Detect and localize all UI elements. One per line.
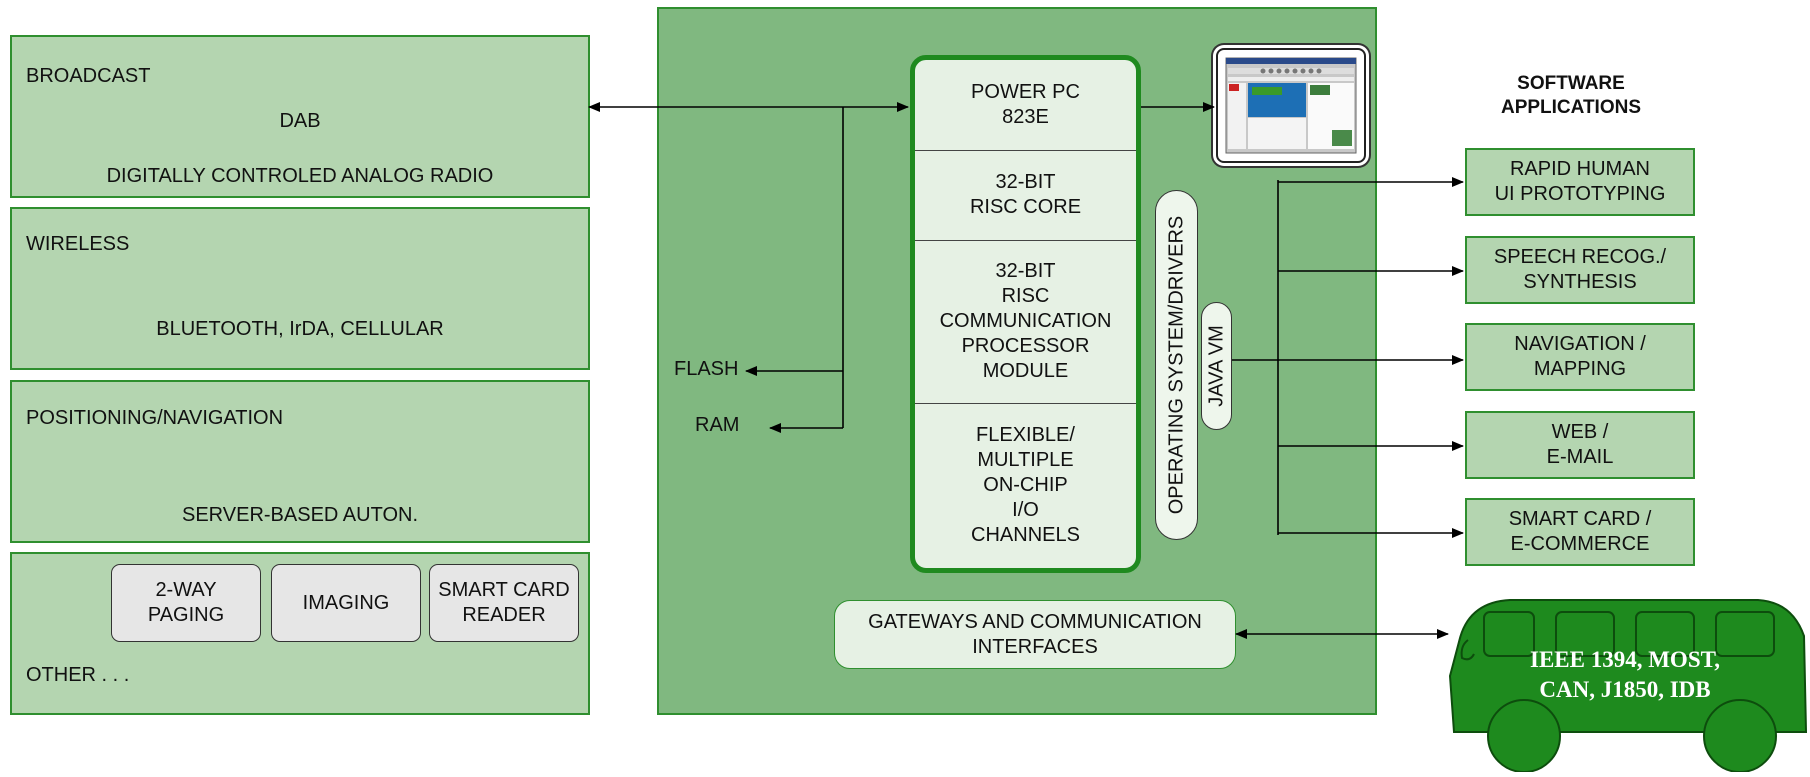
imaging-box: IMAGING — [271, 564, 421, 642]
smart-card-reader-box: SMART CARD READER — [429, 564, 579, 642]
app-speech: SPEECH RECOG./ SYNTHESIS — [1465, 236, 1695, 304]
chip-cell-risc-core: 32-BIT RISC CORE — [915, 150, 1136, 241]
ram-label: RAM — [695, 414, 740, 436]
app-web-email: WEB / E-MAIL — [1465, 411, 1695, 479]
vehicle-bus-icon: IEEE 1394, MOST, CAN, J1850, IDB — [1440, 596, 1810, 773]
chip-cell-io-channels: FLEXIBLE/ MULTIPLE ON-CHIP I/O CHANNELS — [971, 424, 1080, 546]
positioning-title: POSITIONING/NAVIGATION — [26, 407, 284, 429]
flash-label: FLASH — [674, 358, 739, 380]
browser-window-icon — [1225, 57, 1357, 154]
broadcast-title: BROADCAST — [26, 65, 151, 87]
app-navigation: NAVIGATION / MAPPING — [1465, 323, 1695, 391]
other-title: OTHER . . . — [26, 664, 130, 686]
broadcast-dab: DAB — [279, 110, 321, 132]
wireless-panel: WIRELESS BLUETOOTH, IrDA, CELLULAR — [10, 207, 590, 370]
wireless-title: WIRELESS — [26, 233, 130, 255]
broadcast-analog-radio: DIGITALLY CONTROLED ANALOG RADIO — [106, 165, 494, 187]
positioning-panel: POSITIONING/NAVIGATION SERVER-BASED AUTO… — [10, 380, 590, 543]
chip-cell-cpm: 32-BIT RISC COMMUNICATION PROCESSOR MODU… — [915, 240, 1136, 404]
gateways-box: GATEWAYS AND COMMUNICATION INTERFACES — [834, 600, 1236, 669]
os-drivers-pill: OPERATING SYSTEM/DRIVERS — [1155, 190, 1198, 540]
bus-protocols-label: IEEE 1394, MOST, CAN, J1850, IDB — [1530, 647, 1720, 702]
wireless-protocols: BLUETOOTH, IrDA, CELLULAR — [156, 318, 444, 340]
app-smart-card: SMART CARD / E-COMMERCE — [1465, 498, 1695, 566]
software-applications-title: SOFTWARE APPLICATIONS — [1500, 73, 1642, 118]
display-screen-icon — [1216, 48, 1366, 163]
app-ui-prototyping: RAPID HUMAN UI PROTOTYPING — [1465, 148, 1695, 216]
java-vm-pill: JAVA VM — [1201, 302, 1232, 430]
processor-chip: POWER PC 823E 32-BIT RISC CORE 32-BIT RI… — [910, 55, 1141, 573]
broadcast-panel: BROADCAST DAB DIGITALLY CONTROLED ANALOG… — [10, 35, 590, 198]
positioning-method: SERVER-BASED AUTON. — [182, 504, 418, 526]
chip-cell-powerpc: POWER PC 823E — [915, 60, 1136, 151]
other-panel: 2-WAY PAGING IMAGING SMART CARD READER O… — [10, 552, 590, 715]
paging-box: 2-WAY PAGING — [111, 564, 261, 642]
